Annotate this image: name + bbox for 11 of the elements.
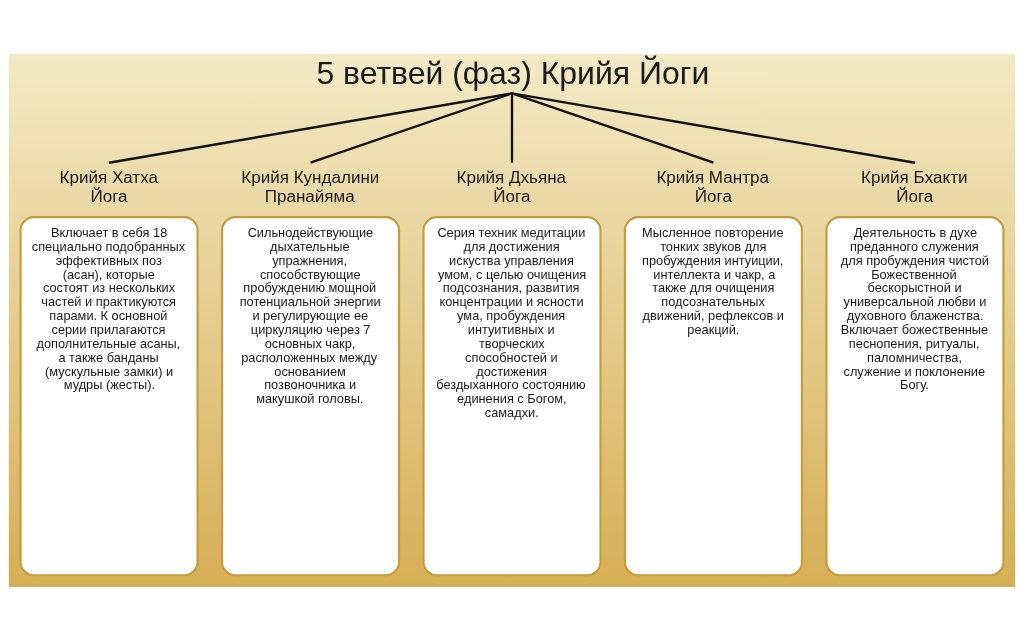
node-label: Крийя Мантра Йога <box>656 167 769 206</box>
node-label: Крийя Кундалини Пранайяма <box>241 167 380 206</box>
connector <box>511 91 916 164</box>
node-label: Крийя Бхакти Йога <box>861 167 968 206</box>
node-text: 5 ветвей (фаз) Крийя Йоги <box>316 54 710 91</box>
connector <box>510 92 514 163</box>
connector <box>108 91 513 164</box>
node-label: Крийя Дхьяна Йога <box>456 167 567 206</box>
node-label: Крийя Хатха Йога <box>59 167 159 206</box>
connector <box>511 91 714 164</box>
connector <box>310 91 513 164</box>
